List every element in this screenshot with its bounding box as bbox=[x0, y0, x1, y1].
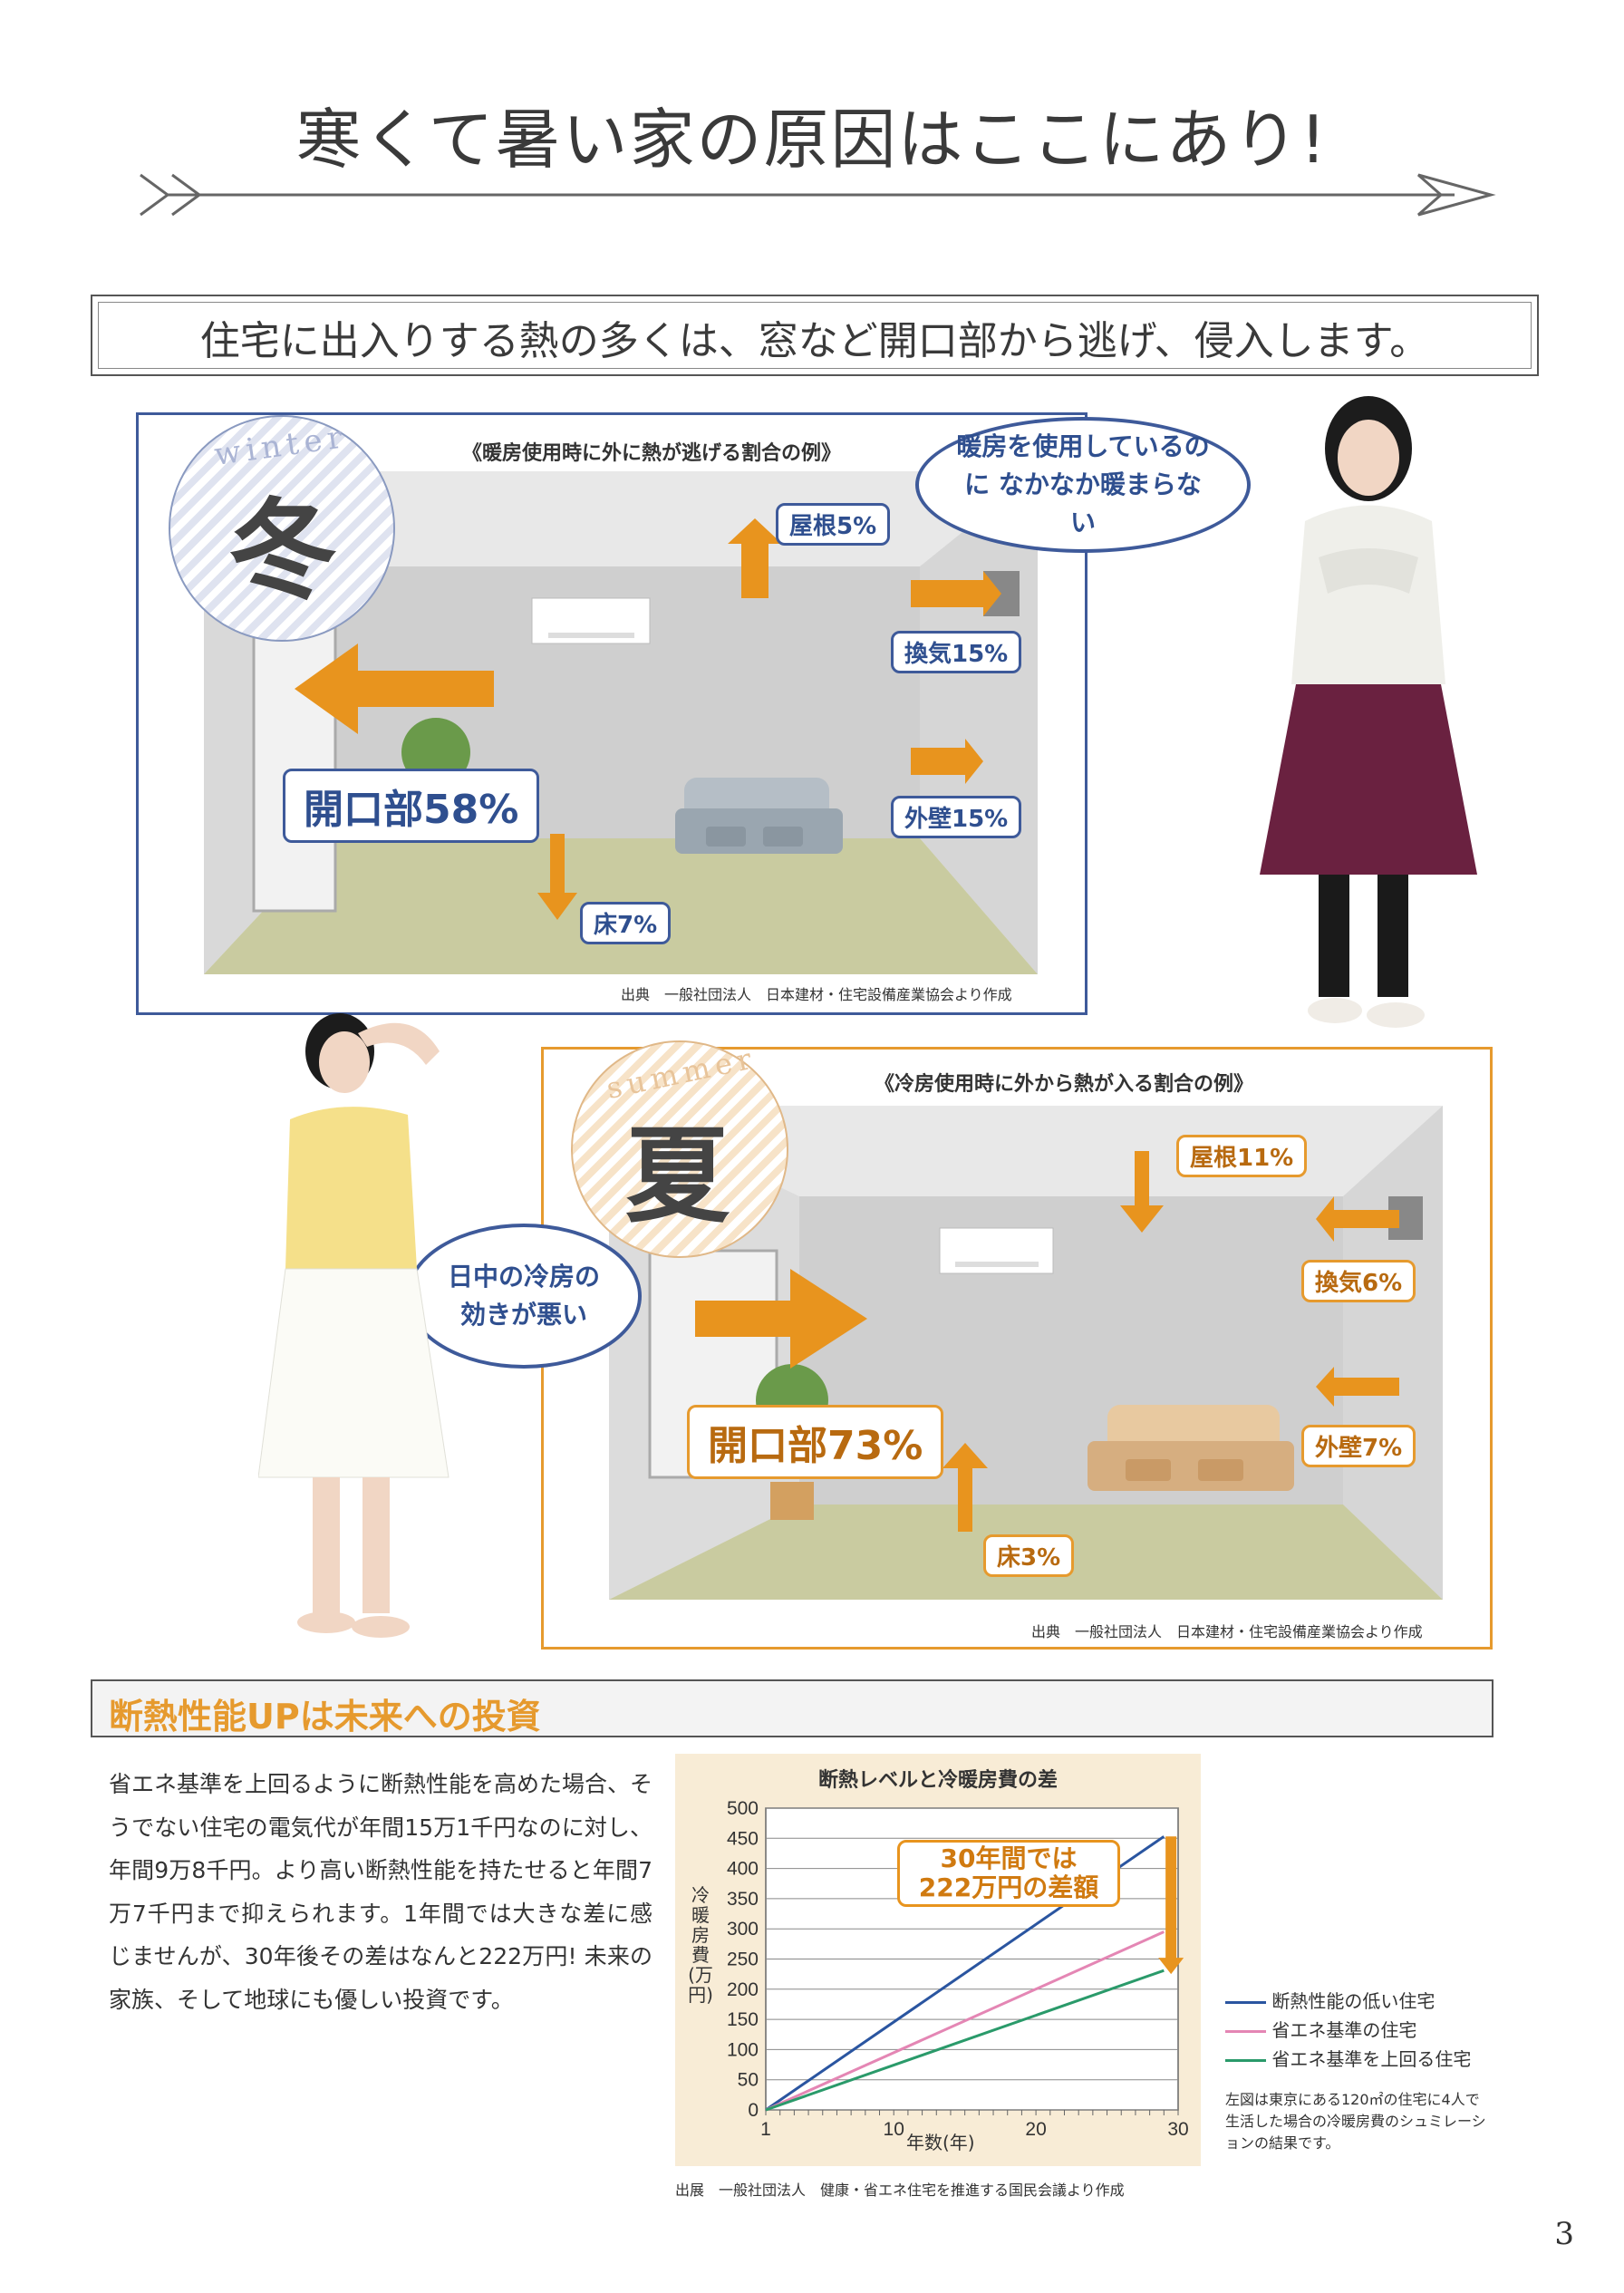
summer-panel-title: 《冷房使用時に外から熱が入る割合の例》 bbox=[875, 1073, 1254, 1096]
summer-floor-label: 床3% bbox=[983, 1534, 1075, 1577]
winter-speech-bubble: 暖房を使用しているのに なかなか暖まらない bbox=[915, 417, 1251, 553]
x-tick-label: 30 bbox=[1167, 2119, 1188, 2140]
summer-kanji: 夏 bbox=[625, 1116, 730, 1237]
y-tick-label: 450 bbox=[727, 1828, 759, 1849]
x-tick-label: 10 bbox=[884, 2119, 904, 2140]
y-tick-label: 150 bbox=[727, 2009, 759, 2030]
y-tick-label: 200 bbox=[727, 1979, 759, 2000]
legend-item: 断熱性能の低い住宅 bbox=[1225, 1987, 1471, 2016]
y-tick-label: 350 bbox=[727, 1889, 759, 1910]
legend-label: 省エネ基準の住宅 bbox=[1271, 2019, 1417, 2041]
summer-vent-label: 換気6% bbox=[1301, 1260, 1416, 1302]
legend-label: 省エネ基準を上回る住宅 bbox=[1271, 2048, 1472, 2070]
arrow-divider bbox=[140, 173, 1496, 217]
legend-label: 断熱性能の低い住宅 bbox=[1271, 1990, 1436, 2012]
y-tick-label: 50 bbox=[738, 2070, 759, 2091]
chart-annotation-line-1: 30年間では bbox=[940, 1843, 1078, 1873]
y-tick-label: 0 bbox=[748, 2100, 759, 2121]
summer-wall-label: 外壁7% bbox=[1301, 1425, 1416, 1467]
chart-legend: 断熱性能の低い住宅 省エネ基準の住宅 省エネ基準を上回る住宅 bbox=[1225, 1987, 1471, 2074]
winter-source: 出典 一般社団法人 日本建材・住宅設備産業協会より作成 bbox=[621, 986, 1012, 1003]
chart-title: 断熱レベルと冷暖房費の差 bbox=[817, 1769, 1058, 1792]
summer-speech-bubble: 日中の冷房の 効きが悪い bbox=[406, 1224, 642, 1369]
chart-source: 出展 一般社団法人 健康・省エネ住宅を推進する国民会議より作成 bbox=[675, 2182, 1125, 2199]
y-tick-label: 500 bbox=[727, 1798, 759, 1819]
y-tick-label: 300 bbox=[727, 1919, 759, 1940]
difference-arrow bbox=[1158, 1836, 1184, 1975]
winter-opening-label: 開口部58% bbox=[283, 769, 540, 843]
x-tick-label: 20 bbox=[1025, 2119, 1046, 2140]
investment-heading-box: 断熱性能UPは未来への投資 bbox=[91, 1679, 1494, 1737]
y-tick-label: 250 bbox=[727, 1950, 759, 1970]
y-tick-label: 400 bbox=[727, 1859, 759, 1880]
x-tick-label: 1 bbox=[760, 2119, 771, 2140]
chart-annotation: 30年間では 222万円の差額 bbox=[897, 1840, 1120, 1908]
winter-wall-label: 外壁15% bbox=[891, 796, 1022, 838]
investment-heading: 断熱性能UPは未来への投資 bbox=[109, 1697, 541, 1737]
winter-panel-title: 《暖房使用時に外に熱が逃げる割合の例》 bbox=[462, 442, 842, 465]
investment-body: 省エネ基準を上回るように断熱性能を高めた場合、そうでない住宅の電気代が年間15万… bbox=[109, 1771, 653, 2013]
series-line bbox=[765, 1969, 1165, 2112]
y-tick-label: 100 bbox=[727, 2039, 759, 2060]
series-line bbox=[765, 1930, 1165, 2112]
winter-roof-label: 屋根5% bbox=[776, 503, 891, 546]
summer-source: 出典 一般社団法人 日本建材・住宅設備産業協会より作成 bbox=[1031, 1623, 1423, 1640]
chart-ylabel: 冷暖房費(万円) bbox=[688, 1884, 713, 2006]
legend-swatch bbox=[1225, 2030, 1266, 2033]
winter-floor-label: 床7% bbox=[580, 902, 672, 944]
chart-xlabel: 年数(年) bbox=[906, 2132, 975, 2153]
page-number: 3 bbox=[1554, 2216, 1574, 2252]
chart-plot: 0 50 100 150 200 250 300 350 400 450 500 1 10 20 30 bbox=[727, 1798, 1189, 2140]
legend-swatch bbox=[1225, 2001, 1266, 2004]
winter-emblem bbox=[169, 415, 395, 642]
legend-item: 省エネ基準の住宅 bbox=[1225, 2016, 1471, 2045]
summer-opening-label: 開口部73% bbox=[687, 1405, 944, 1479]
chart-note: 左図は東京にある120㎡の住宅に4人で生活した場合の冷暖房費のシュミレーションの… bbox=[1225, 2091, 1486, 2152]
summer-emblem bbox=[571, 1040, 788, 1258]
winter-kanji: 冬 bbox=[228, 489, 337, 614]
winter-panel bbox=[136, 412, 1088, 1015]
woman-cold-figure bbox=[1260, 396, 1477, 1028]
legend-item: 省エネ基準を上回る住宅 bbox=[1225, 2045, 1471, 2074]
legend-swatch bbox=[1225, 2059, 1266, 2062]
summer-roof-label: 屋根11% bbox=[1176, 1135, 1308, 1177]
page-title: 寒くて暑い家の原因はここにあり! bbox=[295, 102, 1329, 178]
subtitle-frame bbox=[91, 295, 1539, 376]
woman-hot-figure bbox=[258, 1013, 450, 1638]
subtitle: 住宅に出入りする熱の多くは、窓など開口部から逃げ、侵入します。 bbox=[199, 318, 1430, 364]
chart-annotation-line-2: 222万円の差額 bbox=[918, 1872, 1099, 1903]
winter-vent-label: 換気15% bbox=[891, 631, 1022, 673]
